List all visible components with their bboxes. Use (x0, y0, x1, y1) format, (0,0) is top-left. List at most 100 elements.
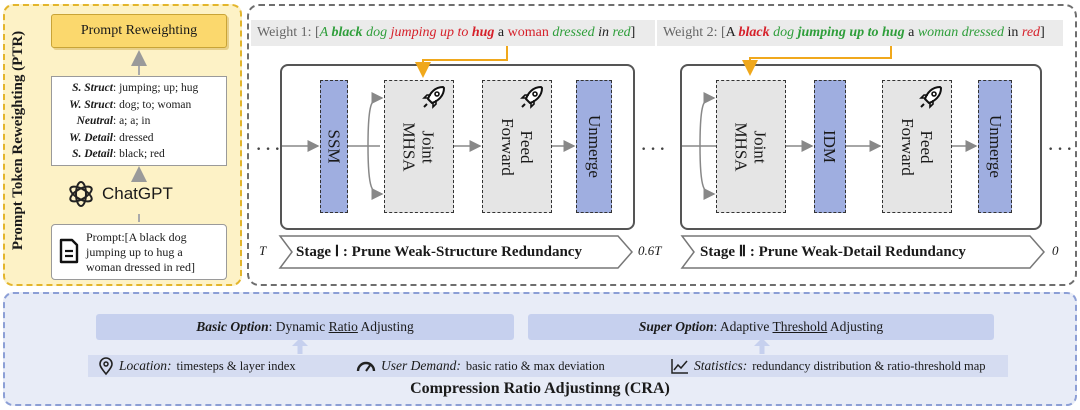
token-category-box: S. Struct: jumping; up; hug W. Struct: d… (51, 76, 227, 166)
unmerge-block: Unmerge (576, 80, 612, 213)
document-icon (59, 238, 79, 264)
timestep-start: T (259, 243, 267, 258)
weight-token: black (738, 25, 770, 40)
user-demand-stat: User Demand: basic ratio & max deviation (356, 356, 605, 376)
category-key: Neutral (76, 115, 113, 127)
basic-option-underlined: Ratio (328, 319, 358, 334)
category-row: W. Struct: dog; to; woman (56, 97, 222, 114)
category-key: W. Struct (69, 98, 113, 111)
idm-block: IDM (814, 80, 846, 213)
chatgpt-row: ChatGPT (66, 174, 226, 214)
cra-inputs-row (88, 355, 1008, 377)
super-option-text-post: Adjusting (827, 319, 884, 334)
category-value: : jumping; up; hug (113, 82, 199, 94)
ellipsis-right: ··· (1047, 136, 1075, 161)
weight-1-tokens: A black dog jumping up to hug a woman dr… (320, 25, 631, 40)
cra-title: Compression Ratio Adjustinng (CRA) (410, 380, 670, 397)
weight-token: a (904, 25, 918, 40)
category-row: W. Detail: dressed (56, 130, 222, 147)
weight-1-label: Weight 1: [ (257, 25, 320, 40)
weight-token: red (1021, 25, 1041, 40)
weight-token: hug (471, 25, 495, 40)
cra-panel (3, 292, 1077, 406)
input-prompt-box: Prompt:[A black dog jumping up to hug a … (51, 224, 227, 280)
prompt-line: jumping up to hug a (86, 245, 183, 259)
ellipsis-middle: ··· (640, 136, 668, 161)
prompt-text: Prompt:[A black dog jumping up to hug a … (86, 230, 226, 275)
stage-1-label: Stage Ⅰ : Prune Weak-Structure Redundanc… (296, 244, 582, 260)
prompt-reweighting-label: Prompt Reweighting (80, 23, 198, 38)
category-key: W. Detail (69, 131, 113, 144)
category-value: : black; red (113, 148, 165, 160)
weight-2-label: Weight 2: [ (663, 25, 726, 40)
weight-2-close: ] (1040, 25, 1045, 40)
timestep-mid: 0.6T (638, 243, 662, 258)
weight-token: woman dressed (917, 25, 1005, 40)
weight-token: dog (769, 25, 798, 40)
weight-token: dressed (552, 25, 595, 40)
user-demand-value: basic ratio & max deviation (465, 359, 605, 373)
unmerge-block: Unmerge (978, 80, 1012, 213)
location-stat: Location: timesteps & layer index (98, 356, 296, 376)
category-row: S. Struct: jumping; up; hug (56, 80, 222, 97)
stage-1-arrow (278, 235, 633, 269)
statistics-key: Statistics: (694, 358, 748, 373)
line-chart-icon (671, 359, 688, 374)
category-value: : dog; to; woman (113, 98, 192, 111)
basic-option-text-pre: : Dynamic (268, 319, 329, 334)
basic-option-key: Basic Option (196, 319, 269, 334)
basic-option-text-post: Adjusting (357, 319, 414, 334)
super-option-text-pre: : Adaptive (713, 319, 773, 334)
super-option-underlined: Threshold (772, 319, 828, 334)
prompt-reweighting-box: Prompt Reweighting (51, 14, 227, 48)
basic-option-box: Basic Option: Dynamic Ratio Adjusting (96, 314, 514, 340)
location-value: timesteps & layer index (176, 359, 296, 373)
stage-2-label: Stage Ⅱ : Prune Weak-Detail Redundancy (700, 244, 966, 260)
weight-token: A (725, 25, 739, 40)
location-key: Location: (119, 358, 172, 373)
weight-token: A (319, 25, 332, 40)
statistics-stat: Statistics: redundancy distribution & ra… (671, 356, 986, 376)
weight-token: black (331, 25, 363, 40)
chatgpt-label: ChatGPT (102, 184, 173, 203)
prompt-line: woman dressed in red] (86, 260, 195, 274)
stage-2-arrow (680, 235, 1045, 269)
super-option-box: Super Option: Adaptive Threshold Adjusti… (528, 314, 994, 340)
weight-2-arrow (742, 46, 892, 76)
joint-mhsa-block: Joint MHSA (716, 80, 786, 213)
timestep-end: 0 (1052, 243, 1059, 258)
statistics-value: redundancy distribution & ratio-threshol… (752, 359, 986, 373)
joint-mhsa-block: Joint MHSA (384, 80, 454, 213)
ssm-block: SSM (320, 80, 348, 213)
weight-token: woman (507, 25, 553, 40)
weight-token: a (494, 25, 508, 40)
super-option-key: Super Option (638, 319, 714, 334)
ellipsis-left: ··· (255, 136, 283, 161)
gauge-icon (356, 361, 376, 372)
weight-token: jumping up to hug (797, 25, 905, 40)
category-value: : dressed (113, 131, 154, 144)
weight-1-close: ] (630, 25, 636, 40)
weight-token: in (1004, 25, 1022, 40)
weight-1-arrow (415, 46, 508, 78)
weight-token: jumping up to (390, 25, 472, 40)
weight-2-bar: Weight 2: [A black dog jumping up to hug… (657, 20, 1063, 46)
user-demand-key: User Demand: (381, 358, 461, 373)
category-key: S. Struct (72, 82, 113, 94)
category-row: Neutral: a; a; in (56, 113, 222, 130)
category-row: S. Detail: black; red (56, 146, 222, 163)
weight-token: dog (362, 25, 391, 40)
weight-token: red (612, 25, 631, 40)
weight-2-tokens: A black dog jumping up to hug a woman dr… (726, 25, 1040, 40)
location-pin-icon (99, 357, 113, 376)
weight-1-bar: Weight 1: [A black dog jumping up to hug… (251, 20, 655, 46)
weight-token: in (594, 25, 613, 40)
feed-forward-block: Feed Forward (882, 80, 952, 213)
chatgpt-logo-icon (69, 181, 93, 207)
rocket-icon (520, 86, 543, 109)
feed-forward-block: Feed Forward (482, 80, 552, 213)
category-value: : a; a; in (113, 115, 151, 127)
